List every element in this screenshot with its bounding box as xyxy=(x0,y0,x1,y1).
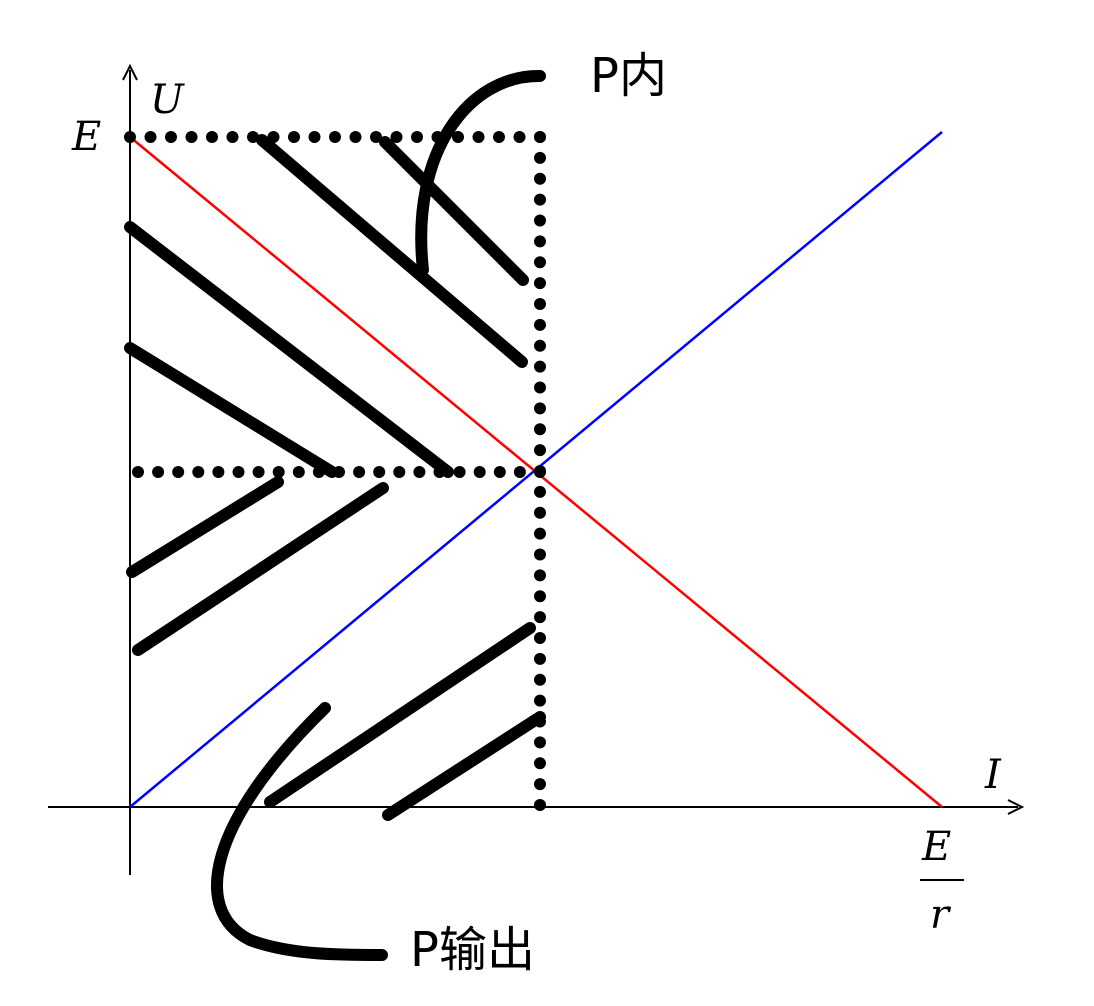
vertical-dotted-line xyxy=(534,131,546,811)
guide-dot xyxy=(534,318,546,331)
guide-dot xyxy=(493,131,505,143)
guide-dot xyxy=(226,131,239,143)
guide-dot xyxy=(390,131,403,143)
guide-dot xyxy=(534,673,546,686)
guide-dot xyxy=(534,465,546,477)
guide-dot xyxy=(349,131,362,143)
guide-dot xyxy=(534,799,546,811)
guide-dot xyxy=(353,466,366,478)
guide-dot xyxy=(144,131,157,143)
guide-dot xyxy=(329,131,341,143)
guide-dot xyxy=(534,402,546,415)
hatch-stroke xyxy=(382,711,546,821)
guide-dot xyxy=(252,466,265,478)
guide-dot xyxy=(534,256,546,269)
guide-dot xyxy=(165,131,177,143)
guide-dot xyxy=(172,466,185,478)
guide-dot xyxy=(473,466,486,478)
guide-dot xyxy=(534,298,546,310)
guide-dot xyxy=(534,381,546,394)
output-power-label: P输出 xyxy=(410,922,535,978)
guide-dot xyxy=(288,131,300,143)
x-axis-arrowhead xyxy=(1007,799,1025,815)
guide-dot xyxy=(206,131,218,143)
guide-dot xyxy=(534,235,546,248)
guide-dot xyxy=(534,632,546,644)
guide-dot xyxy=(453,466,466,478)
x-intercept-numerator: E xyxy=(921,824,951,870)
x-axis-label: I xyxy=(984,752,1002,798)
hatch-stroke xyxy=(379,136,529,286)
guide-dot xyxy=(534,172,546,185)
guide-dot xyxy=(534,193,546,206)
guide-dot xyxy=(393,466,406,478)
guide-dot xyxy=(185,131,198,143)
guide-dot xyxy=(513,466,526,478)
guide-dot xyxy=(534,360,546,373)
guide-dot xyxy=(534,569,546,582)
guide-dot xyxy=(373,466,386,478)
guide-dot xyxy=(534,757,546,770)
guide-dot xyxy=(534,151,546,164)
guide-dot xyxy=(152,466,165,478)
guide-dot xyxy=(534,548,546,561)
guide-dot xyxy=(452,131,464,143)
guide-dot xyxy=(534,214,546,227)
y-intercept-label: E xyxy=(71,114,101,160)
top-dotted-line xyxy=(124,131,546,143)
guide-dot xyxy=(513,131,526,143)
guide-dot xyxy=(493,466,506,478)
hatch-stroke xyxy=(256,134,528,368)
guide-dot xyxy=(534,444,546,457)
guide-dot xyxy=(534,485,546,498)
internal-power-callout xyxy=(415,69,546,276)
guide-dot xyxy=(272,466,285,478)
dotted-guides xyxy=(124,131,546,811)
guide-dot xyxy=(534,694,546,707)
guide-dot xyxy=(534,736,546,749)
hatch-stroke xyxy=(124,342,338,478)
guide-dot xyxy=(534,506,546,519)
guide-dot xyxy=(192,466,205,478)
guide-dot xyxy=(292,466,305,478)
guide-dot xyxy=(534,611,546,624)
guide-dot xyxy=(124,131,136,143)
middle-dotted-line xyxy=(132,466,546,478)
guide-dot xyxy=(370,131,382,143)
guide-dot xyxy=(534,778,546,791)
guide-dot xyxy=(534,277,546,290)
output-power-callout xyxy=(211,702,388,961)
hatch-internal-region xyxy=(256,134,529,368)
hatch-stroke xyxy=(124,221,454,478)
guide-dot xyxy=(534,652,546,665)
guide-dot xyxy=(534,339,546,352)
guide-dot xyxy=(212,466,225,478)
guide-dot xyxy=(534,131,546,143)
guide-dot xyxy=(413,466,426,478)
axes xyxy=(48,63,1025,875)
guide-dot xyxy=(534,527,546,540)
guide-dot xyxy=(132,466,144,478)
hatch-stroke xyxy=(264,622,536,808)
hatch-output-region xyxy=(126,476,546,821)
guide-dot xyxy=(411,131,423,143)
y-axis-label: U xyxy=(150,77,185,123)
guide-dot xyxy=(308,131,321,143)
guide-dot xyxy=(534,423,546,436)
guide-dot xyxy=(232,466,245,478)
guide-dot xyxy=(472,131,485,143)
hatch-upper-left-region xyxy=(124,221,454,478)
internal-power-label: P内 xyxy=(590,48,667,104)
hatch-stroke xyxy=(126,476,284,578)
hatch-stroke xyxy=(132,482,389,656)
x-intercept-denominator: r xyxy=(930,892,952,938)
y-axis-arrowhead xyxy=(122,63,138,81)
guide-dot xyxy=(534,590,546,603)
